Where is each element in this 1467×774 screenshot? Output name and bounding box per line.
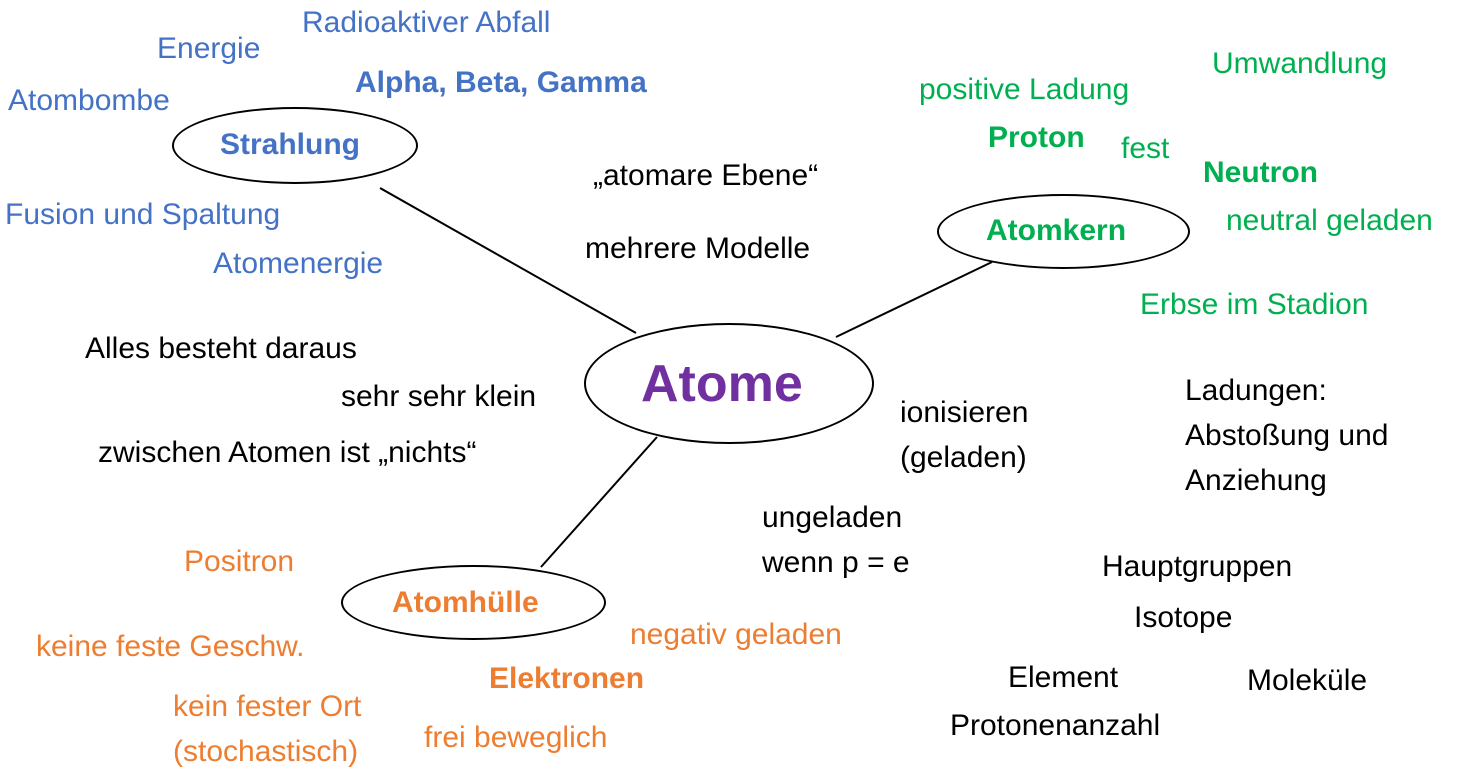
general-note: sehr sehr klein (341, 380, 537, 413)
atomhuelle-item: Elektronen (489, 662, 645, 695)
atomkern-item: neutral geladen (1226, 204, 1433, 237)
atomkern-item: fest (1121, 132, 1170, 165)
atomkern-item: Erbse im Stadion (1140, 288, 1369, 321)
general-note: Isotope (1134, 601, 1233, 634)
general-note: ungeladen wenn p = e (762, 501, 910, 579)
strahlung-item: Atomenergie (213, 247, 384, 280)
general-note: Protonenanzahl (950, 709, 1161, 742)
general-note: Hauptgruppen (1102, 550, 1293, 583)
center-label: Atome (641, 355, 803, 413)
line-to-strahlung (379, 187, 637, 334)
strahlung-node (172, 107, 418, 184)
line-to-atomhuelle (540, 436, 658, 568)
general-note: mehrere Modelle (585, 232, 811, 265)
atomhuelle-label: Atomhülle (392, 586, 539, 619)
atomhuelle-node (341, 565, 606, 640)
atomhuelle-item-multiline: kein fester Ort (stochastisch) (173, 690, 362, 768)
strahlung-item: Radioaktiver Abfall (302, 6, 551, 39)
strahlung-label: Strahlung (220, 128, 360, 161)
general-note: Ladungen: Abstoßung und Anziehung (1185, 374, 1389, 497)
general-note: „atomare Ebene“ (593, 159, 819, 192)
atomkern-label: Atomkern (986, 214, 1127, 247)
line-to-atomkern (835, 261, 993, 338)
strahlung-item: Atombombe (8, 84, 170, 117)
strahlung-item: Fusion und Spaltung (5, 198, 281, 231)
general-note: zwischen Atomen ist „nichts“ (98, 436, 477, 469)
atomhuelle-item: frei beweglich (424, 721, 608, 754)
atomhuelle-item: Positron (184, 545, 295, 578)
strahlung-item: Energie (157, 32, 261, 65)
general-note: Moleküle (1247, 664, 1368, 697)
center-node (584, 323, 874, 444)
atomkern-item: Proton (988, 121, 1085, 154)
atomkern-item: positive Ladung (919, 73, 1130, 106)
atomkern-node (937, 194, 1190, 269)
general-note: Alles besteht daraus (85, 332, 357, 365)
atomkern-item: Neutron (1203, 156, 1318, 189)
atomhuelle-item: kein fester Ort (stochastisch) (173, 684, 361, 774)
atomhuelle-item: negativ geladen (630, 618, 842, 651)
atomhuelle-item: keine feste Geschw. (36, 630, 305, 663)
strahlung-item: Alpha, Beta, Gamma (355, 66, 647, 99)
atomkern-item: Umwandlung (1212, 47, 1388, 80)
general-note: Element (1008, 661, 1119, 694)
general-note: ionisieren (geladen) (900, 396, 1029, 474)
